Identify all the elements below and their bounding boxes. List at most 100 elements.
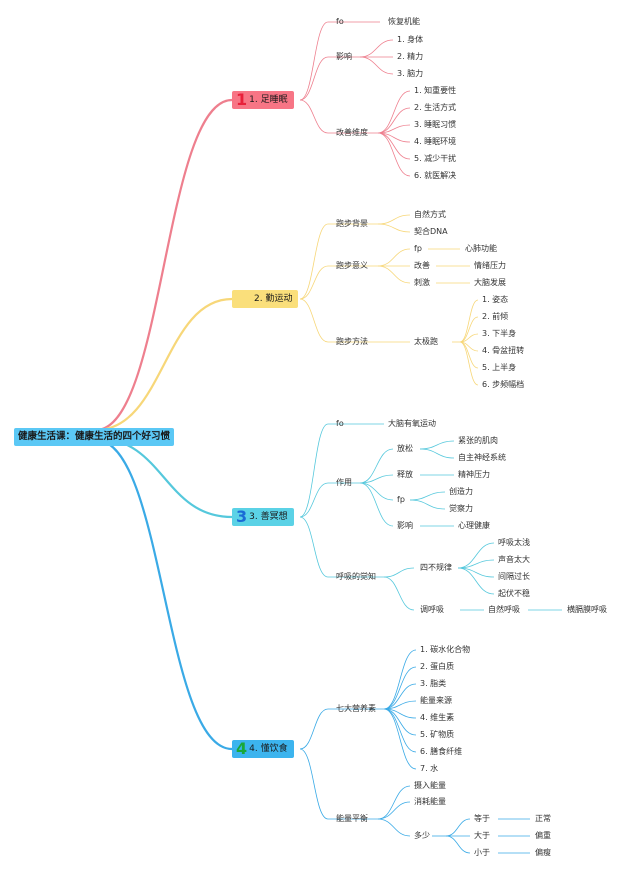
node[interactable]: 紧张的肌肉: [458, 436, 498, 445]
connector-line: [359, 56, 394, 75]
connector-line: [299, 99, 329, 134]
connector-line: [95, 297, 233, 432]
node[interactable]: 正常: [535, 814, 551, 823]
node[interactable]: 多少: [414, 831, 430, 840]
node[interactable]: 6. 步频幅档: [482, 380, 525, 389]
node[interactable]: 声音太大: [498, 555, 530, 564]
node[interactable]: fp: [414, 244, 422, 253]
connector-line: [299, 516, 329, 578]
connector-line: [299, 423, 329, 518]
node[interactable]: 自然呼吸: [488, 605, 520, 614]
connector-line: [359, 482, 394, 527]
node[interactable]: 横膈膜呼吸: [567, 605, 607, 614]
node[interactable]: 太极跑: [414, 337, 438, 346]
node[interactable]: 5. 减少干扰: [414, 154, 457, 163]
node[interactable]: 改善: [414, 261, 430, 270]
node[interactable]: 2. 生活方式: [414, 103, 457, 112]
node[interactable]: 跑步方法: [336, 337, 368, 346]
connector-line: [459, 299, 479, 343]
node[interactable]: 1. 身体: [397, 35, 424, 44]
node[interactable]: 1. 知重要性: [414, 86, 457, 95]
node[interactable]: 摄入能量: [414, 781, 446, 790]
node[interactable]: 刺激: [414, 278, 430, 287]
branch-number: 4: [236, 739, 248, 758]
connector-line: [457, 542, 495, 569]
node[interactable]: 影响: [336, 52, 352, 61]
node[interactable]: 2. 前倾: [482, 312, 509, 321]
connector-line: [409, 499, 446, 510]
node[interactable]: 等于: [474, 814, 490, 823]
node[interactable]: 2. 精力: [397, 52, 424, 61]
node[interactable]: 大脑发展: [474, 278, 506, 287]
node[interactable]: 5. 矿物质: [420, 730, 455, 739]
branch-exercise[interactable]: 2. 勤运动: [232, 290, 299, 308]
connector-line: [383, 708, 417, 770]
node[interactable]: 小于: [474, 848, 490, 857]
node[interactable]: 7. 水: [420, 764, 439, 773]
node[interactable]: 跑步背景: [336, 219, 368, 228]
node[interactable]: 心肺功能: [465, 244, 497, 253]
node[interactable]: 能量平衡: [336, 814, 368, 823]
node[interactable]: 偏重: [535, 831, 551, 840]
node[interactable]: fp: [397, 495, 405, 504]
node[interactable]: 自然方式: [414, 210, 446, 219]
connector-line: [377, 818, 411, 837]
node[interactable]: 4. 睡眠环境: [414, 137, 457, 146]
connector-line: [377, 90, 411, 134]
node[interactable]: 4. 维生素: [420, 713, 455, 722]
node[interactable]: 消耗能量: [414, 797, 446, 806]
node[interactable]: 四不规律: [420, 563, 452, 572]
node[interactable]: 七大营养素: [336, 704, 376, 713]
branch-label: 3. 善冥想: [249, 512, 288, 522]
node[interactable]: 跑步意义: [336, 261, 368, 270]
node[interactable]: 6. 膳食纤维: [420, 747, 463, 756]
connector-line: [445, 818, 471, 837]
node[interactable]: 5. 上半身: [482, 363, 517, 372]
node[interactable]: 契合DNA: [414, 227, 448, 236]
node[interactable]: 3. 脂类: [420, 679, 447, 688]
node[interactable]: 1. 碳水化合物: [420, 645, 471, 654]
node[interactable]: 2. 蛋白质: [420, 662, 455, 671]
node[interactable]: 精神压力: [458, 470, 490, 479]
node[interactable]: 3. 脑力: [397, 69, 424, 78]
node[interactable]: 1. 姿态: [482, 295, 509, 304]
node[interactable]: 心理健康: [458, 521, 490, 530]
node[interactable]: 改善维度: [336, 128, 368, 137]
node[interactable]: 间隔过长: [498, 572, 530, 581]
node[interactable]: 呼吸的觉知: [336, 572, 376, 581]
node[interactable]: 3. 睡眠习惯: [414, 120, 457, 129]
node[interactable]: 创造力: [449, 487, 473, 496]
node[interactable]: 呼吸太浅: [498, 538, 530, 547]
node[interactable]: 情绪压力: [474, 261, 506, 270]
node[interactable]: 大于: [474, 831, 490, 840]
node[interactable]: 起伏不稳: [498, 589, 530, 598]
node[interactable]: fo: [336, 419, 344, 428]
node[interactable]: 能量来源: [420, 696, 452, 705]
node[interactable]: 4. 骨盆扭转: [482, 346, 525, 355]
node[interactable]: 偏瘦: [535, 848, 551, 857]
node[interactable]: 影响: [397, 521, 413, 530]
node[interactable]: 3. 下半身: [482, 329, 517, 338]
connector-line: [95, 98, 233, 432]
node[interactable]: 大脑有氧运动: [388, 419, 436, 428]
connector-line: [377, 801, 411, 820]
connector-line: [359, 39, 394, 58]
node[interactable]: 作用: [336, 478, 352, 487]
connector-line: [377, 214, 411, 225]
connector-line: [383, 700, 417, 710]
node[interactable]: 调呼吸: [420, 605, 444, 614]
node[interactable]: 自主神经系统: [458, 453, 506, 462]
node[interactable]: 释放: [397, 470, 413, 479]
node[interactable]: fo: [336, 17, 344, 26]
root-node[interactable]: 健康生活课：健康生活的四个好习惯: [14, 428, 174, 446]
connector-line: [299, 56, 329, 101]
node[interactable]: 恢复机能: [388, 17, 420, 26]
branch-number: 3: [236, 507, 248, 526]
node[interactable]: 6. 就医解决: [414, 171, 457, 180]
node[interactable]: 觉察力: [449, 504, 473, 513]
connector-line: [409, 491, 446, 501]
node[interactable]: 放松: [397, 444, 413, 453]
